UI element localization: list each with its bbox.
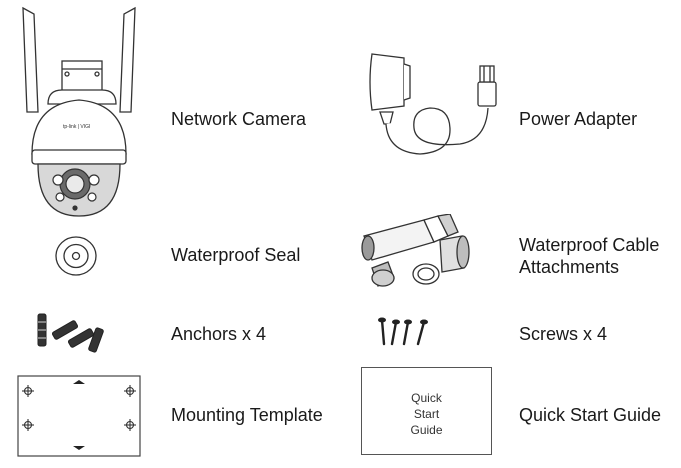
quick-start-guide-booklet-text: Quick Start Guide	[410, 391, 443, 437]
cable-attachments-icon	[361, 214, 470, 287]
anchors-label: Anchors x 4	[171, 324, 267, 344]
network-camera-label: Network Camera	[171, 109, 307, 129]
power-adapter-label: Power Adapter	[519, 109, 638, 129]
camera-icon: tp-link | VIGI	[22, 6, 136, 217]
svg-text:tp-link | VIGI: tp-link | VIGI	[63, 124, 90, 130]
mounting-template-label: Mounting Template	[171, 405, 323, 425]
power-adapter-icon	[369, 53, 497, 155]
screws-label: Screws x 4	[519, 324, 608, 344]
waterproof-seal-label: Waterproof Seal	[171, 245, 301, 265]
mounting-template-icon	[17, 375, 141, 457]
waterproof-cable-label-line1: Waterproof Cable	[519, 235, 660, 255]
waterproof-cable-label-line2: Attachments	[519, 257, 620, 277]
quick-start-guide-label: Quick Start Guide	[519, 405, 662, 425]
quick-start-guide-icon: Quick Start Guide	[361, 367, 492, 455]
anchors-icon	[37, 313, 104, 353]
seal-icon	[55, 236, 97, 276]
screws-icon	[378, 317, 428, 346]
